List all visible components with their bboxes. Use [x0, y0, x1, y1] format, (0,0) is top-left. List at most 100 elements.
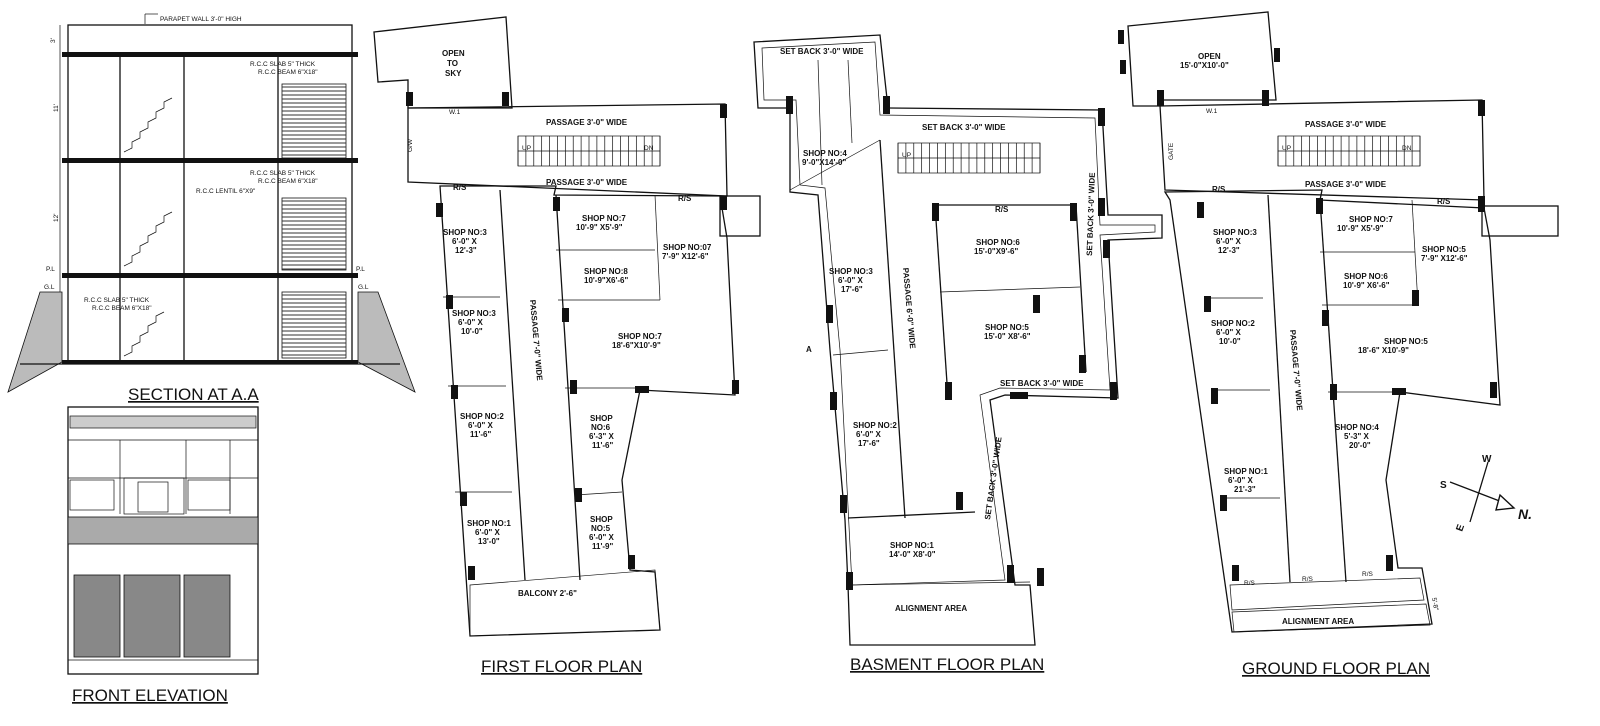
basement-title: BASMENT FLOOR PLAN	[850, 655, 1044, 674]
svg-text:SET BACK 3'-0" WIDE: SET BACK 3'-0" WIDE	[1085, 172, 1097, 256]
svg-text:UP: UP	[522, 145, 531, 152]
svg-text:E: E	[1454, 523, 1467, 533]
basement-floor-plan: SET BACK 3'-0" WIDE SET BACK 3'-0" WIDE …	[753, 34, 1163, 646]
svg-text:UP: UP	[902, 152, 911, 159]
svg-text:PASSAGE 6'-0" WIDE: PASSAGE 6'-0" WIDE	[901, 267, 917, 349]
svg-text:SET BACK 3'-0" WIDE: SET BACK 3'-0" WIDE	[922, 123, 1006, 132]
svg-text:G/W: G/W	[407, 138, 414, 152]
svg-text:6'-0" X: 6'-0" X	[856, 430, 881, 439]
svg-text:OPEN: OPEN	[1198, 52, 1221, 61]
svg-text:P.L: P.L	[356, 266, 365, 273]
svg-text:UP: UP	[1282, 145, 1291, 152]
svg-text:R/S: R/S	[1212, 185, 1226, 194]
svg-text:6'-0" X: 6'-0" X	[468, 421, 493, 430]
svg-text:5'-8": 5'-8"	[1430, 597, 1439, 612]
svg-text:SHOP NO:7: SHOP NO:7	[1349, 215, 1393, 224]
svg-text:11'-9": 11'-9"	[592, 542, 613, 551]
svg-text:R/S: R/S	[678, 194, 692, 203]
svg-text:PASSAGE 3'-0" WIDE: PASSAGE 3'-0" WIDE	[1305, 120, 1387, 129]
svg-text:SKY: SKY	[445, 69, 462, 78]
svg-text:13'-0": 13'-0"	[478, 537, 500, 546]
svg-text:GATE: GATE	[1168, 142, 1175, 160]
first-floor-plan: OPEN TO SKY W.1 G/W PASSAGE 3'-0" WIDE P…	[373, 16, 761, 637]
svg-text:SHOP NO:4: SHOP NO:4	[803, 149, 847, 158]
svg-text:14'-0" X8'-0": 14'-0" X8'-0"	[889, 550, 936, 559]
svg-text:SHOP NO:2: SHOP NO:2	[1211, 319, 1255, 328]
svg-text:SHOP NO:3: SHOP NO:3	[829, 267, 873, 276]
svg-text:ALIGNMENT AREA: ALIGNMENT AREA	[895, 604, 967, 613]
svg-text:6'-0" X: 6'-0" X	[475, 528, 500, 537]
svg-text:6'-0" X: 6'-0" X	[452, 237, 477, 246]
svg-text:11': 11'	[53, 104, 60, 112]
svg-text:SHOP NO:6: SHOP NO:6	[976, 238, 1020, 247]
svg-text:15'-0" X8'-6": 15'-0" X8'-6"	[984, 332, 1031, 341]
svg-text:SHOP NO:6: SHOP NO:6	[1344, 272, 1388, 281]
svg-text:SHOP NO:3: SHOP NO:3	[452, 309, 496, 318]
svg-text:SHOP: SHOP	[590, 414, 613, 423]
svg-text:ALIGNMENT AREA: ALIGNMENT AREA	[1282, 617, 1354, 626]
svg-text:SHOP NO:1: SHOP NO:1	[890, 541, 934, 550]
svg-text:W.1: W.1	[1206, 108, 1218, 115]
svg-text:18'-6"X10'-9": 18'-6"X10'-9"	[612, 341, 661, 350]
svg-text:18'-6" X10'-9": 18'-6" X10'-9"	[1358, 346, 1409, 355]
svg-text:G.L: G.L	[358, 284, 369, 291]
svg-text:PASSAGE 3'-0" WIDE: PASSAGE 3'-0" WIDE	[546, 178, 628, 187]
first-floor-title: FIRST FLOOR PLAN	[481, 657, 642, 676]
svg-text:12': 12'	[53, 214, 60, 222]
svg-text:NO:5: NO:5	[591, 524, 611, 533]
svg-text:17'-6": 17'-6"	[841, 285, 863, 294]
svg-text:SHOP NO:1: SHOP NO:1	[467, 519, 511, 528]
svg-text:PASSAGE 7'-0" WIDE: PASSAGE 7'-0" WIDE	[528, 299, 544, 381]
svg-text:6'-0" X: 6'-0" X	[1216, 328, 1241, 337]
svg-text:SHOP NO:3: SHOP NO:3	[443, 228, 487, 237]
svg-text:BALCONY 2'-6": BALCONY 2'-6"	[518, 589, 577, 598]
svg-text:9'-0"X14'-0": 9'-0"X14'-0"	[802, 158, 847, 167]
svg-text:10'-9" X5'-9": 10'-9" X5'-9"	[1337, 224, 1384, 233]
svg-text:R.C.C SLAB 5" THICK: R.C.C SLAB 5" THICK	[250, 170, 316, 177]
svg-text:NO:6: NO:6	[591, 423, 611, 432]
svg-text:G.L: G.L	[44, 284, 55, 291]
svg-text:12'-3": 12'-3"	[1218, 246, 1240, 255]
ground-floor-title: GROUND FLOOR PLAN	[1242, 659, 1430, 678]
svg-text:R/S: R/S	[453, 183, 467, 192]
section-title: SECTION AT A.A	[128, 385, 259, 404]
svg-text:21'-3": 21'-3"	[1234, 485, 1256, 494]
svg-text:20'-0": 20'-0"	[1349, 441, 1371, 450]
svg-text:S: S	[1440, 480, 1447, 491]
svg-text:7'-9" X12'-6": 7'-9" X12'-6"	[662, 252, 709, 261]
svg-text:A: A	[806, 345, 812, 354]
svg-text:17'-6": 17'-6"	[858, 439, 880, 448]
svg-text:SHOP NO:8: SHOP NO:8	[584, 267, 628, 276]
svg-text:R/S: R/S	[1244, 580, 1256, 587]
svg-text:OPEN: OPEN	[442, 49, 465, 58]
svg-text:R.C.C BEAM 6"X18": R.C.C BEAM 6"X18"	[258, 178, 318, 185]
svg-text:R.C.C LENTIL 6"X9": R.C.C LENTIL 6"X9"	[196, 188, 256, 195]
svg-text:SHOP NO:5: SHOP NO:5	[985, 323, 1029, 332]
svg-text:R.C.C BEAM 6"X18": R.C.C BEAM 6"X18"	[92, 305, 152, 312]
earth-right	[357, 291, 416, 393]
section-drawing: PARAPET WALL 3'-0" HIGH 3' 11' 12' 9' R.…	[7, 13, 416, 393]
svg-text:10'-0": 10'-0"	[461, 327, 483, 336]
svg-text:PASSAGE 7'-0" WIDE: PASSAGE 7'-0" WIDE	[1288, 329, 1304, 411]
svg-text:6'-0" X: 6'-0" X	[1228, 476, 1253, 485]
svg-text:6'-0" X: 6'-0" X	[589, 533, 614, 542]
svg-text:R/S: R/S	[1437, 197, 1451, 206]
svg-text:15'-0"X10'-0": 15'-0"X10'-0"	[1180, 61, 1229, 70]
svg-text:R/S: R/S	[1362, 571, 1374, 578]
ground-floor-plan: OPEN 15'-0"X10'-0" W.1 GATE PASSAGE 3'-0…	[1118, 11, 1559, 633]
svg-text:6'-0" X: 6'-0" X	[838, 276, 863, 285]
svg-text:P.L: P.L	[46, 266, 55, 273]
svg-text:DN: DN	[644, 145, 654, 152]
svg-text:6'-0" X: 6'-0" X	[458, 318, 483, 327]
svg-text:SHOP: SHOP	[590, 515, 613, 524]
svg-text:PASSAGE 3'-0" WIDE: PASSAGE 3'-0" WIDE	[1305, 180, 1387, 189]
svg-text:R/S: R/S	[1302, 576, 1314, 583]
svg-text:PASSAGE 3'-0" WIDE: PASSAGE 3'-0" WIDE	[546, 118, 628, 127]
svg-text:10'-0": 10'-0"	[1219, 337, 1241, 346]
svg-text:R.C.C BEAM 6"X18": R.C.C BEAM 6"X18"	[258, 69, 318, 76]
svg-text:6'-0" X: 6'-0" X	[1216, 237, 1241, 246]
svg-text:7'-9" X12'-6": 7'-9" X12'-6"	[1421, 254, 1468, 263]
svg-text:R/S: R/S	[995, 205, 1009, 214]
svg-text:SHOP NO:2: SHOP NO:2	[460, 412, 504, 421]
